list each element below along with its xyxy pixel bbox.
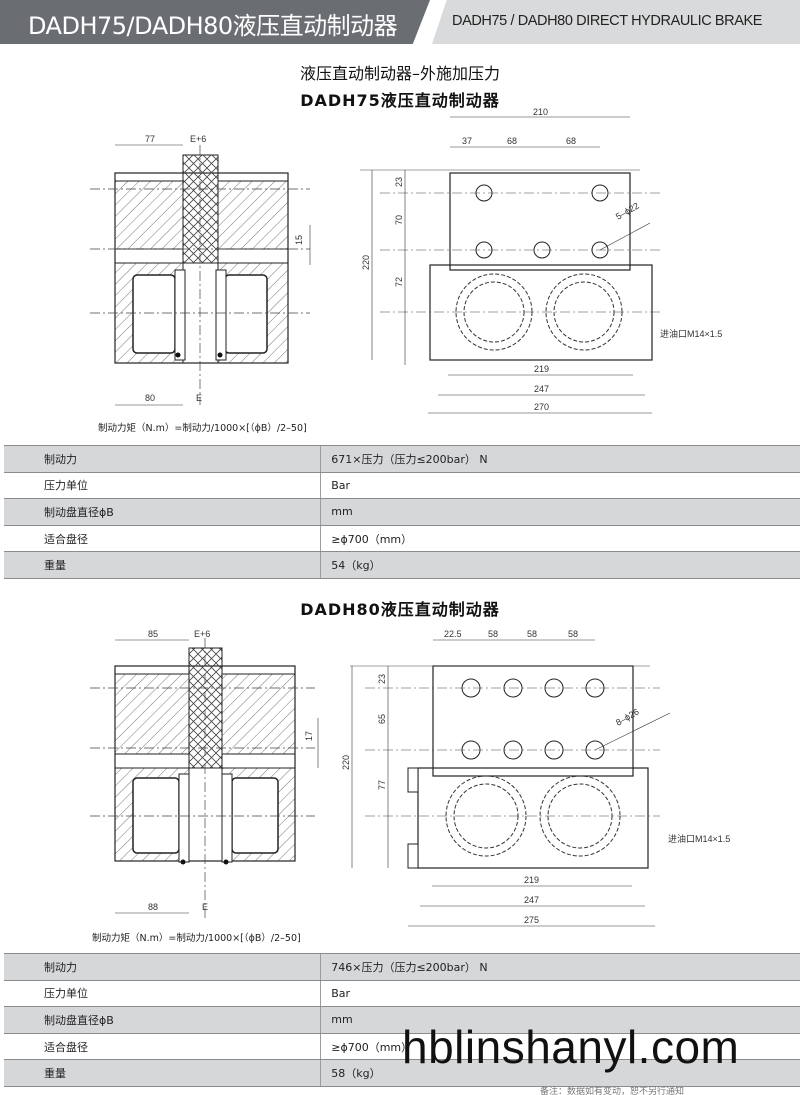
dadh75-dim-d1: 37 [462,136,472,146]
spec-value: 746×压力（压力≤200bar） N [320,953,800,981]
header-right-band: DADH75 / DADH80 DIRECT HYDRAULIC BRAKE [432,0,800,44]
spec-label: 适合盘径 [4,524,321,553]
dadh75-holes-label: 5–ϕ22 [614,201,641,222]
dadh80-dim-d3: 58 [527,629,537,639]
dadh80-dim-d1: 22.5 [444,629,462,639]
dadh80-drawing: 85 E+6 17 88 E 22.5 58 58 58 23 [0,618,800,930]
dadh75-dim-d3: 68 [566,136,576,146]
section-title: 液压直动制动器–外施加压力 [299,64,500,83]
dadh75-title: DADH75液压直动制动器 [300,91,500,110]
dadh75-drawing: 77 E+6 15 80 E 210 37 68 68 23 70 72 2 [0,105,800,440]
dadh80-dim-top: 85 [148,629,158,639]
dadh75-dim-bottom: 80 [145,393,155,403]
dadh75-dim-h3: 72 [394,277,404,287]
dadh75-side-view: 77 E+6 15 80 E [90,134,311,406]
dadh75-dim-w3: 270 [534,402,549,412]
dadh80-dim-height: 220 [341,755,351,770]
spec-label: 制动力 [4,445,321,473]
dadh80-side-view: 85 E+6 17 88 E [90,629,319,918]
dadh75-dim-gap: E+6 [190,134,206,144]
footnote: 备注：数据如有变动，恕不另行通知 [540,1087,685,1095]
spec-value: mm [320,498,800,526]
dadh75-front-view: 210 37 68 68 23 70 72 220 5–ϕ22 进油口M14×1… [360,107,722,414]
dadh75-formula: 制动力矩（N.m）=制动力/1000×[（ϕB）/2–50] [98,423,307,434]
spec-label: 适合盘径 [4,1032,321,1061]
spec-label: 压力单位 [4,471,321,500]
spec-label: 压力单位 [4,979,321,1008]
spec-value: 58（kg） [320,1059,800,1087]
dadh80-dim-h1: 23 [377,674,387,684]
dadh80-dim-h2: 65 [377,714,387,724]
header-right-title: DADH75 / DADH80 DIRECT HYDRAULIC BRAKE [452,13,763,29]
dadh75-dim-d2: 68 [507,136,517,146]
dadh75-port-label: 进油口M14×1.5 [660,328,722,339]
dadh80-dim-h3: 77 [377,780,387,790]
dadh75-drawing-svg: 77 E+6 15 80 E 210 37 68 68 23 70 72 2 [90,107,722,414]
page-header: DADH75/DADH80液压直动制动器 DADH75 / DADH80 DIR… [0,0,800,44]
dadh80-dim-d2: 58 [488,629,498,639]
dadh80-drawing-svg: 85 E+6 17 88 E 22.5 58 58 58 23 [90,629,730,927]
dadh75-dim-gap-bottom: E [196,393,202,403]
dadh80-dim-gap-bottom: E [202,902,208,912]
dadh75-dim-height: 220 [361,255,371,270]
dadh75-dim-w1: 219 [534,364,549,374]
dadh75-dim-top: 77 [145,134,155,144]
header-left-title: DADH75/DADH80液压直动制动器 [28,12,398,40]
dadh80-dim-w1: 219 [524,875,539,885]
spec-label: 重量 [4,1059,321,1087]
dadh80-front-view: 22.5 58 58 58 23 65 77 220 8–ϕ26 进油口M14×… [341,629,730,927]
dadh80-dim-gap: E+6 [194,629,210,639]
dadh80-dim-d4: 58 [568,629,578,639]
dadh80-dim-w3: 275 [524,915,539,925]
dadh75-dim-h1: 23 [394,177,404,187]
dadh80-title: DADH80液压直动制动器 [300,600,500,619]
dadh75-dim-h2: 70 [394,215,404,225]
table-row: 适合盘径≥ϕ700（mm） [4,524,800,553]
table-row: 适合盘径≥ϕ700（mm） [4,1032,800,1061]
spec-value: Bar [320,471,800,500]
spec-label: 制动盘直径ϕB [4,1006,321,1034]
spec-value: 671×压力（压力≤200bar） N [320,445,800,473]
spec-value: Bar [320,979,800,1008]
spec-value: ≥ϕ700（mm） [320,524,800,553]
spec-value: ≥ϕ700（mm） [320,1032,800,1061]
dadh80-formula: 制动力矩（N.m）=制动力/1000×[（ϕB）/2–50] [92,933,301,944]
dadh75-dim-width: 210 [533,107,548,117]
spec-value: 54（kg） [320,551,800,579]
dadh80-holes-label: 8–ϕ26 [614,707,641,728]
dadh80-dim-w2: 247 [524,895,539,905]
dadh80-dim-side: 17 [304,731,314,741]
spec-label: 重量 [4,551,321,579]
watermark-text: hblinshanyl.com [402,1021,740,1073]
dadh80-port-label: 进油口M14×1.5 [668,833,730,844]
spec-label: 制动盘直径ϕB [4,498,321,526]
dadh75-dim-side: 15 [294,235,304,245]
dadh80-dim-bottom: 88 [148,902,158,912]
header-left-band: DADH75/DADH80液压直动制动器 [0,0,430,44]
dadh75-dim-w2: 247 [534,384,549,394]
spec-label: 制动力 [4,953,321,981]
